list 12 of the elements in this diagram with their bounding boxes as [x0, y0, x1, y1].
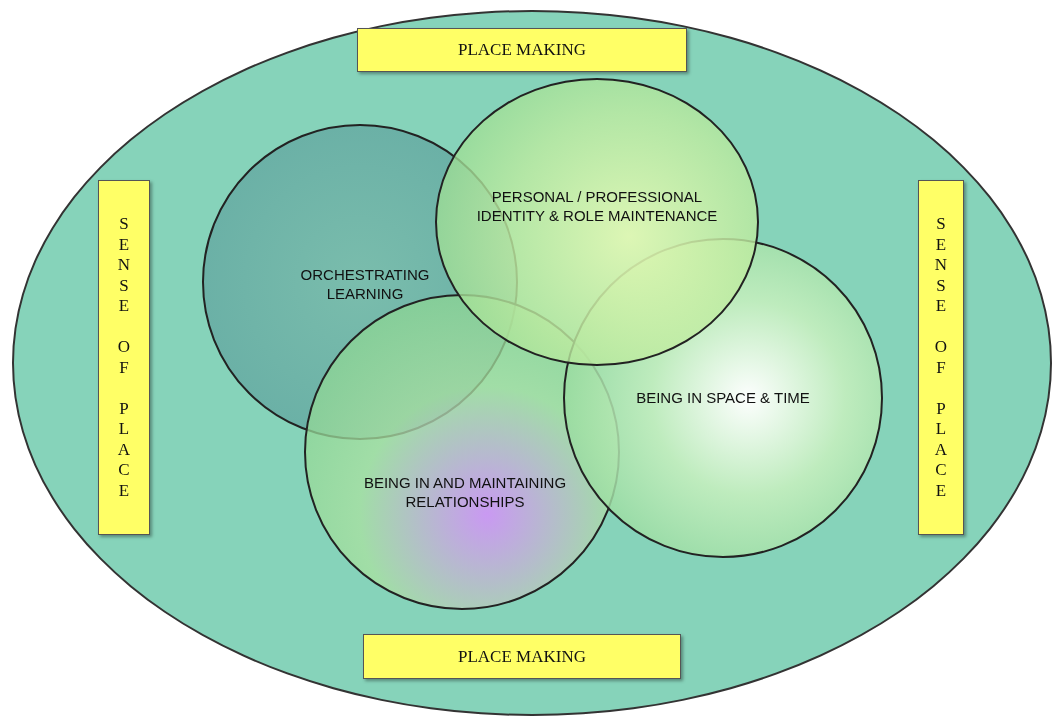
label-bar [98, 180, 150, 535]
circle-label: PERSONAL / PROFESSIONAL IDENTITY & ROLE MAINTENANCE [475, 186, 719, 226]
bar-label: PLACE MAKING [458, 40, 586, 60]
label-bar [918, 180, 964, 535]
circle-label: BEING IN SPACE & TIME [636, 388, 810, 408]
circle-label: ORCHESTRATING LEARNING [299, 264, 431, 304]
circle-label: BEING IN AND MAINTAINING RELATIONSHIPS [362, 472, 568, 512]
bar-label: PLACE MAKING [458, 646, 586, 667]
bar-label: SENSE OF PLACE [933, 214, 949, 501]
label-bar [357, 28, 687, 72]
bar-label: SENSE OF PLACE [116, 214, 132, 501]
label-bar [363, 634, 681, 679]
